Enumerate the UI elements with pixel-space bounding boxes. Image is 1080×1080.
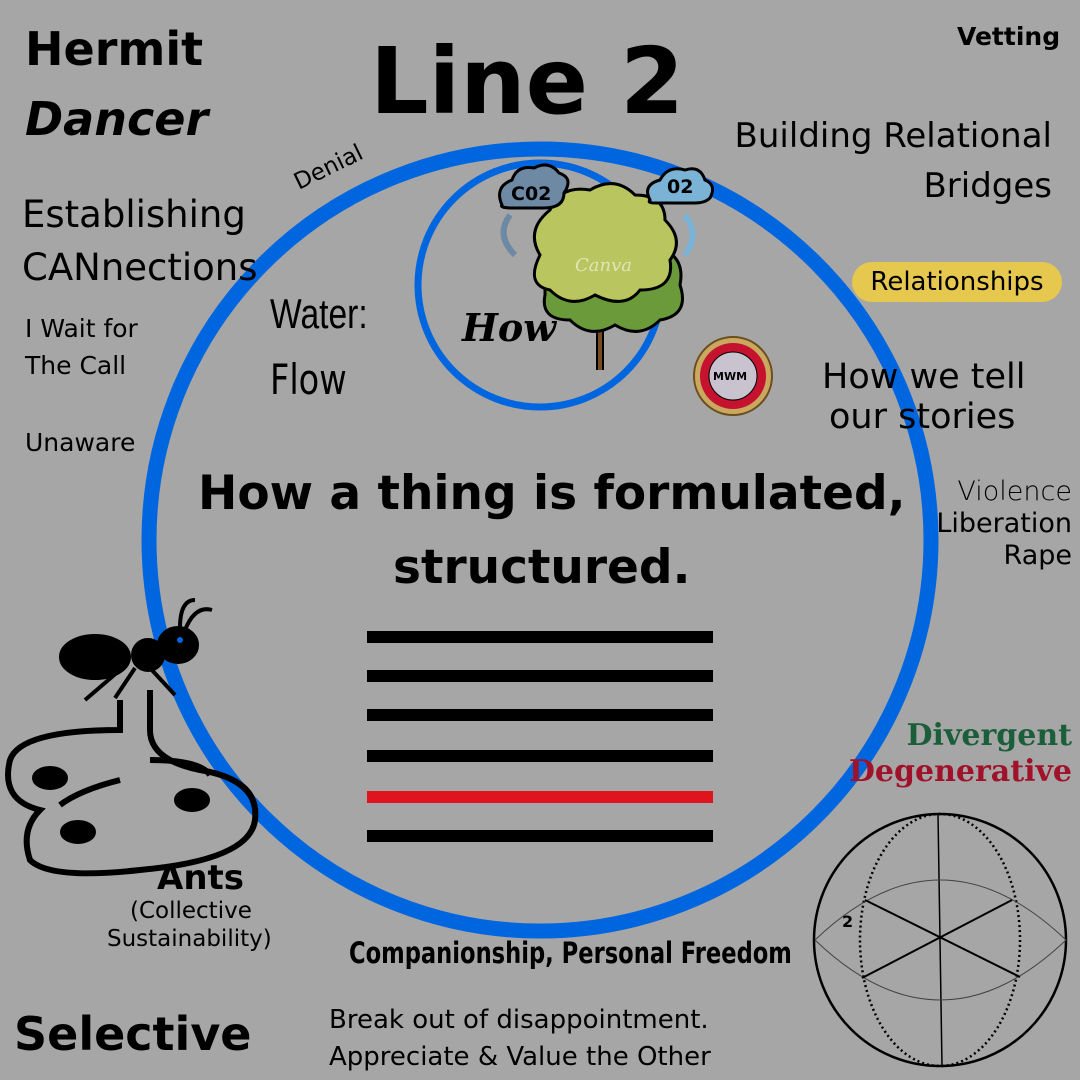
hexagram-line-1	[367, 830, 713, 842]
ants-line2: Sustainability)	[107, 926, 272, 952]
hexagram-line-5	[367, 670, 713, 682]
sphere-number: 2	[842, 912, 854, 931]
wait-line2: The Call	[25, 351, 127, 380]
relationships-badge: Relationships	[852, 262, 1062, 302]
hexagram-line-3	[367, 750, 713, 762]
hermit-label: Hermit	[25, 22, 204, 76]
selective-label: Selective	[14, 1007, 252, 1061]
divergent-label: Divergent	[906, 718, 1072, 753]
building-bridges-line1: Building Relational	[734, 116, 1052, 156]
wait-line1: I Wait for	[25, 314, 138, 343]
mwm-badge-label: MWM	[713, 370, 748, 383]
co2-cloud-icon	[498, 163, 570, 210]
rape-label: Rape	[1003, 540, 1072, 571]
ants-title: Ants	[157, 858, 245, 898]
co2-label: C02	[511, 183, 552, 205]
dancer-label: Dancer	[25, 92, 209, 146]
degenerative-label: Degenerative	[848, 754, 1072, 789]
cycle-arrow-right-icon	[682, 213, 696, 257]
sphere-diagram	[812, 812, 1068, 1068]
violence-label: Violence	[957, 476, 1072, 507]
water-line2: Flow	[270, 355, 347, 404]
liberation-label: Liberation	[936, 508, 1072, 539]
main-text-line2: structured.	[393, 540, 691, 595]
tree-icon	[532, 182, 684, 370]
cycle-arrow-left-icon	[500, 213, 518, 258]
outer-blue-circle	[141, 141, 939, 939]
page-title: Line 2	[370, 28, 685, 135]
establishing-line2: CANnections	[22, 246, 258, 289]
mwm-badge-icon	[693, 336, 773, 416]
canva-watermark: Canva	[575, 255, 632, 276]
hexagram-line-2-highlighted	[367, 791, 713, 803]
stories-line2: our stories	[829, 397, 1016, 437]
hexagram-line-6	[367, 631, 713, 643]
ants-line1: (Collective	[130, 898, 252, 924]
unaware-label: Unaware	[25, 428, 136, 457]
water-line1: Water:	[270, 290, 368, 337]
main-text-line1: How a thing is formulated,	[198, 466, 906, 521]
o2-cloud-icon	[646, 167, 715, 205]
hexagram-line-4	[367, 709, 713, 721]
vetting-label: Vetting	[957, 22, 1061, 51]
building-bridges-line2: Bridges	[923, 166, 1052, 206]
how-label: How	[462, 305, 556, 350]
bottom-line2: Appreciate & Value the Other	[329, 1042, 711, 1072]
o2-label: 02	[667, 176, 694, 198]
bottom-line1: Break out of disappointment.	[329, 1005, 709, 1035]
companionship-label: Companionship, Personal Freedom	[349, 936, 792, 970]
establishing-line1: Establishing	[22, 193, 246, 236]
stories-line1: How we tell	[822, 357, 1026, 397]
ant-colony-icon	[5, 598, 259, 877]
